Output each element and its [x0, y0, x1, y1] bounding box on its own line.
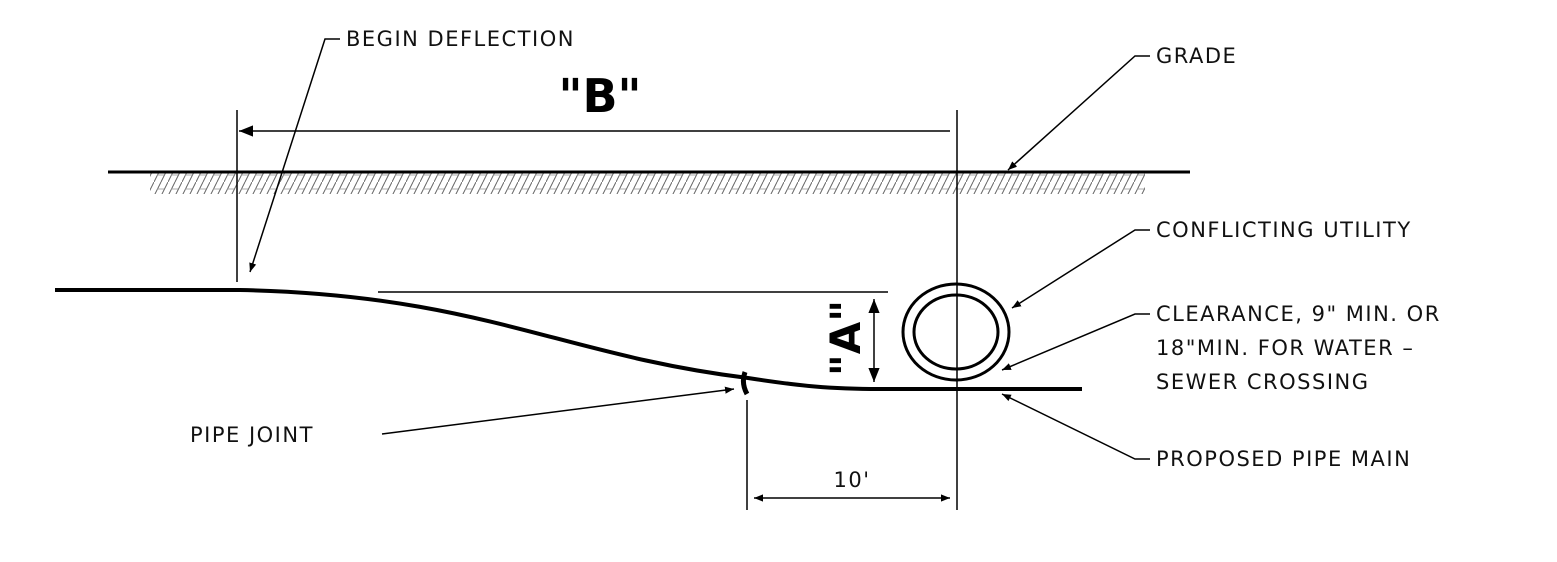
pipe-joint-mark [740, 371, 750, 396]
grade-soil-hatch [150, 172, 1145, 194]
conflicting-utility-leader [1011, 229, 1150, 309]
clearance-label-line3: SEWER CROSSING [1156, 370, 1370, 394]
proposed-pipe-main-leader [1001, 393, 1150, 460]
clearance-label-line1: CLEARANCE, 9" MIN. OR [1156, 302, 1441, 326]
conflicting-utility-inner [912, 293, 1000, 371]
b-dimension-label: "B" [559, 69, 642, 123]
clearance-label-line2: 18"MIN. FOR WATER – [1156, 336, 1414, 360]
pipe-joint-label: PIPE JOINT [190, 423, 314, 447]
begin-deflection-leader [249, 38, 340, 273]
pipe-joint-leader [381, 386, 735, 435]
proposed-pipe-main [55, 288, 1082, 391]
conflicting-utility-outer [901, 282, 1011, 382]
grade-label: GRADE [1156, 44, 1237, 68]
proposed-pipe-main-label: PROPOSED PIPE MAIN [1156, 447, 1411, 471]
joint-distance-label: 10' [834, 468, 871, 492]
conflicting-utility-label: CONFLICTING UTILITY [1156, 218, 1412, 242]
grade-leader [1007, 55, 1150, 171]
a-dimension-label: "A" [821, 300, 870, 376]
clearance-leader [1001, 313, 1150, 371]
begin-deflection-label: BEGIN DEFLECTION [346, 27, 575, 51]
